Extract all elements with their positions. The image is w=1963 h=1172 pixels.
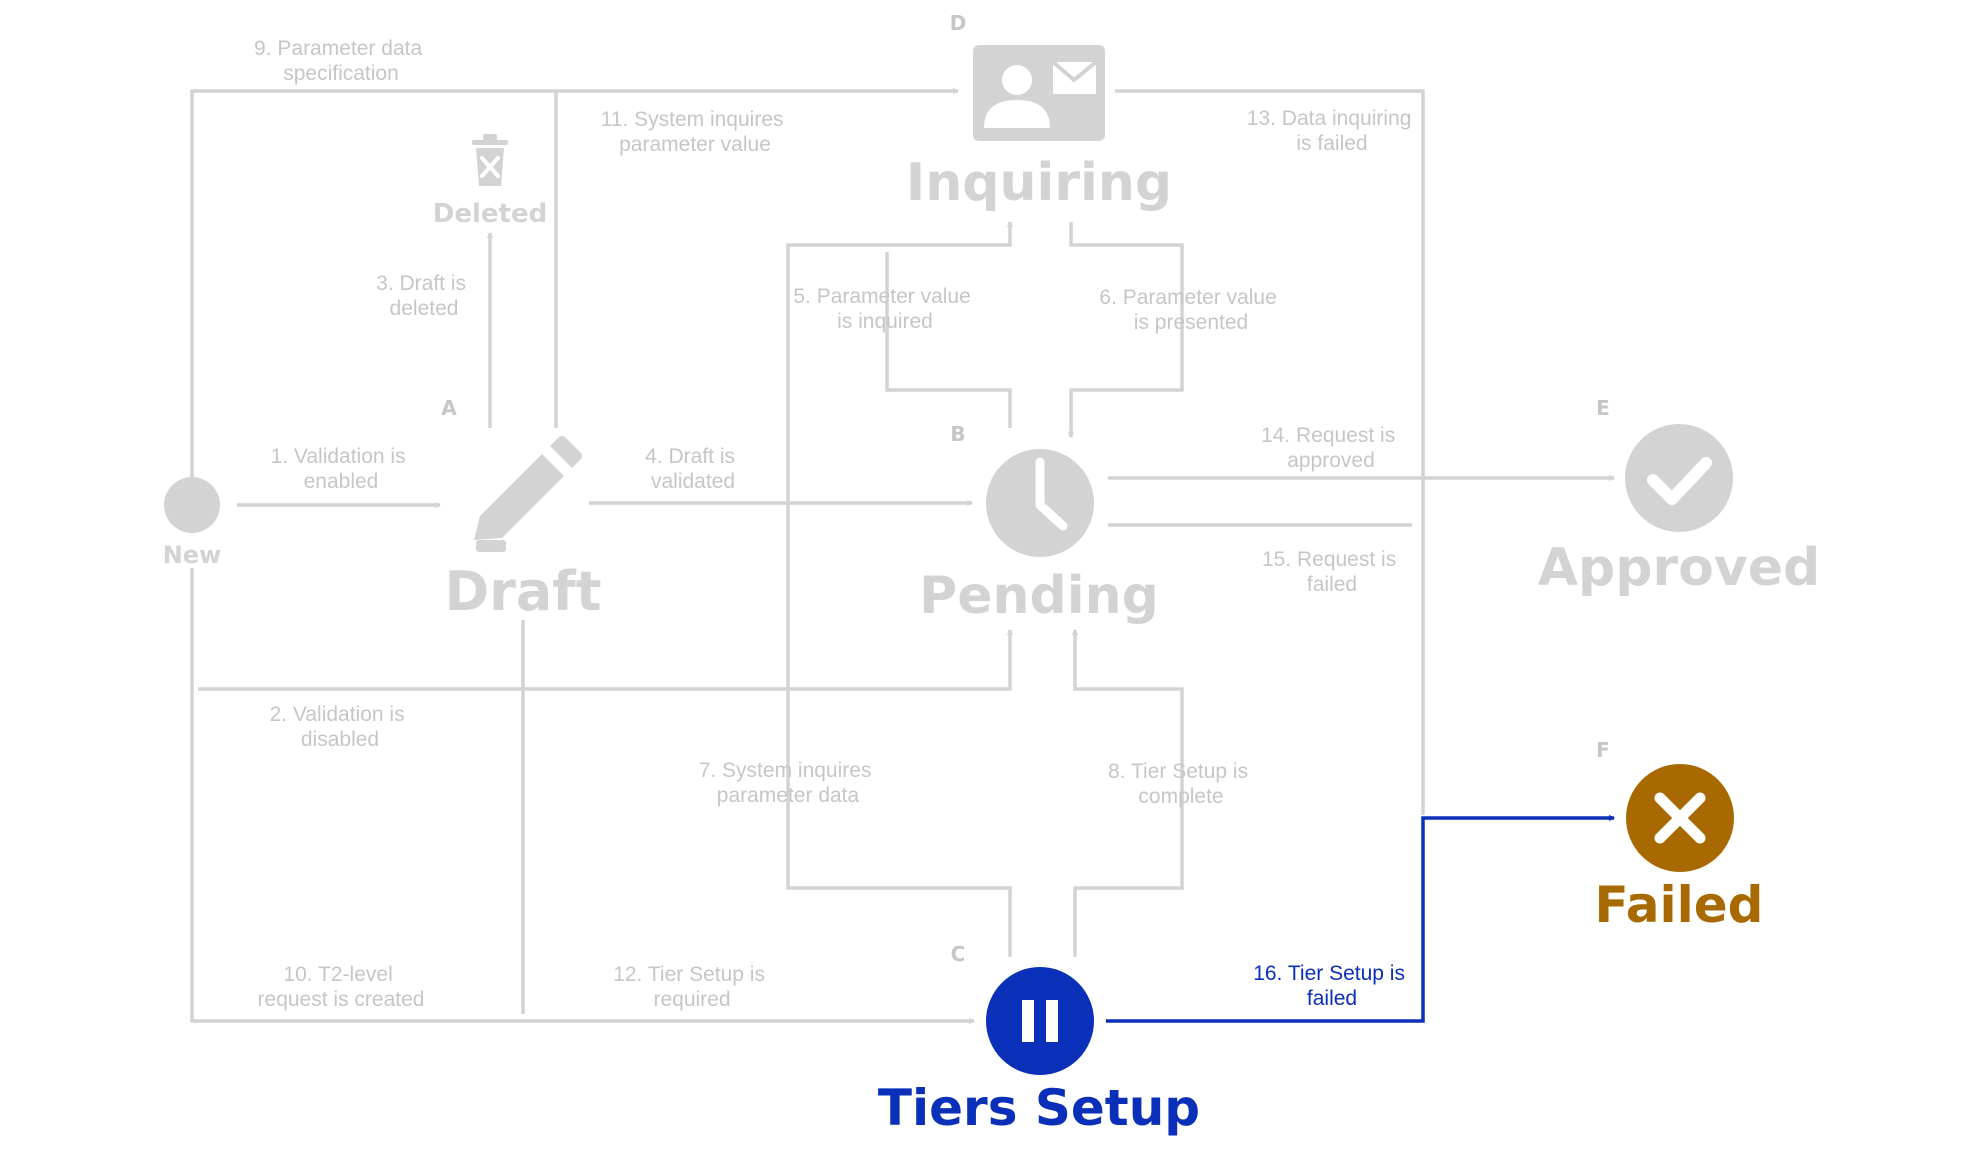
transition-8-label: 8. Tier Setup is complete xyxy=(1108,760,1254,808)
transition-2-label: 2. Validation is disabled xyxy=(270,703,411,751)
connector-8 xyxy=(1075,630,1184,957)
x-circle-icon[interactable] xyxy=(1626,764,1734,872)
new-state-icon[interactable] xyxy=(164,477,220,533)
failed-state-label: Failed xyxy=(1595,876,1764,934)
transition-12-label: 12. Tier Setup is required xyxy=(613,963,771,1011)
tiers-letter: C xyxy=(951,942,966,966)
transition-9-label: 9. Parameter data specification xyxy=(254,37,428,85)
transition-15-label: 15. Request is failed xyxy=(1262,548,1402,596)
transition-11-label: 11. System inquires parameter value xyxy=(601,108,790,156)
transition-5-label: 5. Parameter value is inquired xyxy=(793,285,976,333)
clock-icon[interactable] xyxy=(986,449,1094,557)
connector-9 xyxy=(190,91,958,502)
pencil-icon[interactable] xyxy=(474,436,582,552)
transition-13-label: 13. Data inquiring is failed xyxy=(1247,107,1417,155)
check-circle-icon[interactable] xyxy=(1625,424,1733,532)
transition-1-label: 1. Validation is enabled xyxy=(271,445,412,493)
connector-13 xyxy=(1115,89,1425,815)
inquiring-state-label: Inquiring xyxy=(906,153,1172,213)
pending-state-label: Pending xyxy=(919,566,1159,626)
transition-14-label: 14. Request is approved xyxy=(1261,424,1401,472)
new-state-label: New xyxy=(163,541,222,569)
draft-letter: A xyxy=(441,396,457,420)
transition-4-label: 4. Draft is validated xyxy=(645,445,741,493)
connector-16 xyxy=(1106,818,1614,1023)
deleted-state-label: Deleted xyxy=(433,199,547,229)
contact-card-icon[interactable] xyxy=(973,45,1105,141)
tiers-state-label: Tiers Setup xyxy=(878,1079,1200,1137)
transition-16-label: 16. Tier Setup is failed xyxy=(1253,962,1411,1010)
pause-icon[interactable] xyxy=(986,967,1094,1075)
draft-state-label: Draft xyxy=(444,560,601,623)
approved-state-label: Approved xyxy=(1538,538,1820,598)
connector-6 xyxy=(1071,222,1184,437)
connector-10 xyxy=(190,568,974,1021)
connector-7 xyxy=(786,222,1010,957)
transition-3-label: 3. Draft is deleted xyxy=(376,272,472,320)
connector-2 xyxy=(198,630,1010,691)
inquiring-letter: D xyxy=(950,11,967,35)
trash-icon xyxy=(472,134,508,186)
approved-letter: E xyxy=(1596,396,1610,420)
connector-5 xyxy=(885,252,1012,428)
pending-letter: B xyxy=(950,422,965,446)
transition-7-label: 7. System inquires parameter data xyxy=(699,759,878,807)
transition-10-label: 10. T2-level request is created xyxy=(258,963,425,1011)
transition-6-label: 6. Parameter value is presented xyxy=(1099,286,1282,334)
failed-letter: F xyxy=(1596,738,1610,762)
